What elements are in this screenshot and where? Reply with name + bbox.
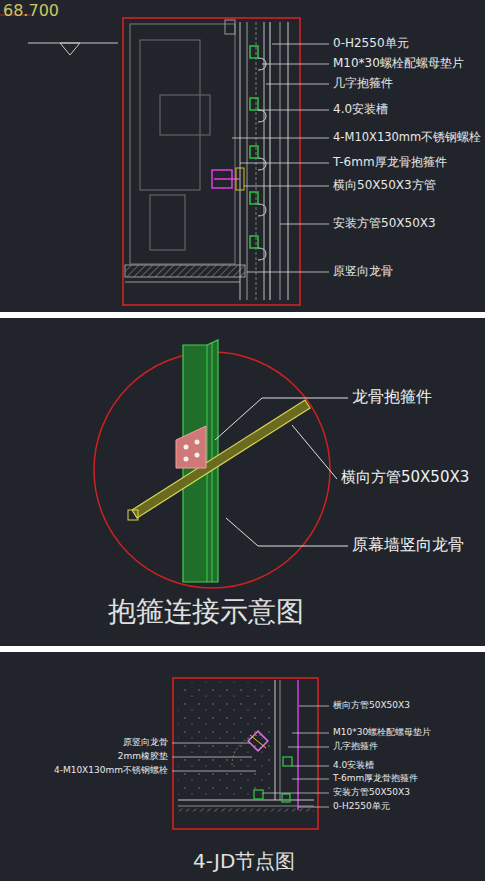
callout-label: T-6mm厚龙骨抱箍件 (333, 156, 447, 170)
callout-label: 原竖向龙骨 (123, 737, 168, 747)
panel (0, 652, 485, 881)
callout-label: 横向50X50X3方管 (333, 179, 436, 193)
callout-label: 原幕墙竖向龙骨 (352, 536, 464, 554)
callout-label: 0-H2550单元 (333, 801, 390, 811)
callout-label: 4-M10X130mm不锈钢螺栓 (54, 765, 168, 775)
figure-caption: 抱箍连接示意图 (108, 596, 304, 628)
callout-label: 安装方管50X50X3 (333, 217, 436, 231)
panel (0, 318, 485, 646)
section-drawing (0, 15, 329, 305)
callout-label: M10*30螺栓配螺母垫片 (333, 57, 464, 71)
callout-label: 2mm橡胶垫 (118, 751, 168, 761)
callout-label: 4-M10X130mm不锈钢螺栓 (333, 131, 481, 144)
callout-label: 原竖向龙骨 (333, 265, 393, 279)
callout-label: 几字抱箍件 (333, 741, 378, 751)
callout-label: 安装方管50X50X3 (333, 787, 410, 797)
elevation-mark: 68.700 (3, 2, 59, 20)
callout-label: 0-H2550单元 (333, 37, 409, 51)
clamp-sketch (94, 340, 348, 588)
callout-label: 4.0安装槽 (333, 103, 388, 117)
callout-label: 4.0安装槽 (333, 760, 374, 770)
callout-label: T-6mm厚龙骨抱箍件 (333, 773, 418, 783)
callout-label: 龙骨抱箍件 (352, 388, 432, 406)
node-detail (172, 678, 329, 829)
callout-label: M10*30螺栓配螺母垫片 (333, 727, 431, 737)
callout-label: 横向方管50X50X3 (341, 469, 469, 486)
callout-label: 几字抱箍件 (333, 77, 393, 91)
callout-label: 横向方管50X50X3 (333, 700, 410, 710)
panel (0, 0, 485, 312)
figure-caption: 4-JD节点图 (193, 850, 295, 873)
